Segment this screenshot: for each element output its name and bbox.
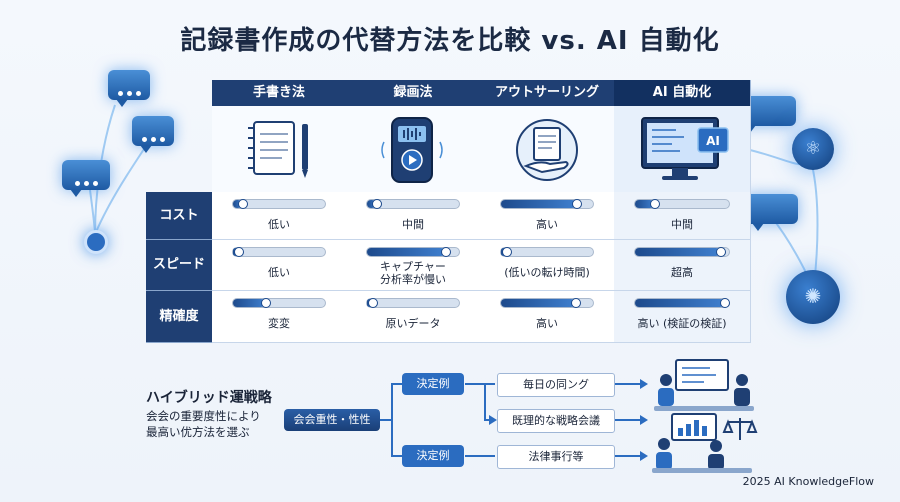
hybrid-description: 会会の重要度性により 最高い优方法を選ぶ [146, 408, 261, 440]
cell-text: 高い (検証の検証) [637, 317, 727, 330]
ai-monitor-icon: AI [641, 117, 729, 180]
cell-text: 高い [536, 218, 558, 231]
cell-text: 原いデータ [385, 317, 441, 330]
ai-label: AI [706, 134, 720, 148]
node-icon [84, 230, 108, 254]
level-bar-fill [233, 299, 266, 307]
cell-cost-0: 低い [212, 192, 347, 240]
ai-illustration: AI [614, 106, 751, 193]
level-bar [634, 247, 730, 257]
cell-cost-1: 中間 [346, 192, 481, 240]
level-bar-knob [720, 298, 731, 308]
cell-text: (低いの転け時間) [504, 266, 590, 279]
level-bar-knob [649, 199, 660, 209]
level-bar [232, 199, 326, 209]
cell-text: 低い [268, 218, 290, 231]
level-bar-fill [367, 200, 377, 208]
level-bar-knob [372, 199, 383, 209]
column-header-handwriting: 手書き法 [212, 80, 347, 106]
level-bar-knob [441, 247, 452, 257]
level-bar-fill [635, 248, 720, 256]
handwriting-illustration [212, 106, 347, 193]
level-bar-fill [501, 200, 577, 208]
cell-speed-0: 低い [212, 240, 347, 291]
level-bar-fill [635, 200, 654, 208]
voice-recorder-icon [381, 117, 443, 183]
row-label-accuracy: 精確度 [146, 291, 212, 343]
level-bar-knob [238, 199, 249, 209]
column-header-recording: 録画法 [346, 80, 481, 106]
cell-text: 低い [268, 266, 290, 279]
cell-speed-2: (低いの転け時間) [480, 240, 615, 291]
row-label-cost: コスト [146, 192, 212, 240]
level-bar-knob [501, 247, 512, 257]
level-bar-knob [572, 199, 583, 209]
document-hand-icon [516, 119, 578, 181]
hybrid-root-node: 会会重性・性性 [284, 409, 380, 431]
footer-credit: 2025 AI KnowledgeFlow [742, 475, 874, 488]
atom-icon: ⚛ [792, 128, 834, 170]
chat-bubble-icon [108, 70, 150, 107]
comparison-table: 手書き法 録画法 アウトサーリング AI 自動化 [146, 80, 751, 343]
hybrid-title: ハイブリッド運戦略 [146, 390, 272, 406]
row-label-speed: スピード [146, 240, 212, 291]
cell-speed-1: キャプチャー 分析率が慢い [346, 240, 481, 291]
network-globe-icon: ✺ [786, 270, 840, 324]
chat-bubble-icon [132, 116, 174, 153]
level-bar [366, 199, 460, 209]
cell-text: 変変 [268, 317, 290, 330]
level-bar [366, 247, 460, 257]
level-bar-knob [570, 298, 581, 308]
cell-text: 中間 [402, 218, 424, 231]
leaf-daily-meeting: 毎日の同ング [497, 373, 615, 397]
meeting-people-illustration [654, 359, 754, 411]
level-bar [500, 247, 594, 257]
notebook-pen-icon [248, 121, 308, 178]
level-bar [366, 298, 460, 308]
cell-text: 中間 [671, 218, 693, 231]
level-bar-fill [367, 248, 446, 256]
level-bar-fill [501, 299, 575, 307]
cell-text: 超高 [671, 266, 693, 279]
recording-illustration [346, 106, 481, 193]
cell-speed-3: 超高 [614, 240, 751, 291]
level-bar [232, 298, 326, 308]
decision-example-node: 決定例 [402, 373, 464, 395]
leaf-legal-matters: 法律事行等 [497, 445, 615, 469]
cell-text: 高い [536, 317, 558, 330]
cell-text: キャプチャー 分析率が慢い [380, 260, 446, 286]
decision-example-node: 決定例 [402, 445, 464, 467]
level-bar [232, 247, 326, 257]
legal-meeting-illustration [652, 413, 758, 473]
leaf-strategy-meeting: 既理的な戦略会議 [497, 409, 615, 433]
column-header-ai: AI 自動化 [614, 80, 751, 106]
hybrid-description-line: 会会の重要度性により [146, 409, 261, 423]
chat-bubble-icon [62, 160, 110, 197]
cell-cost-2: 高い [480, 192, 615, 240]
level-bar-fill [233, 200, 243, 208]
level-bar [500, 298, 594, 308]
level-bar [500, 199, 594, 209]
cell-accuracy-2: 高い [480, 291, 615, 343]
hybrid-description-line: 最高い优方法を選ぶ [146, 425, 250, 439]
level-bar-knob [715, 247, 726, 257]
level-bar-knob [261, 298, 272, 308]
level-bar [634, 298, 731, 308]
level-bar [634, 199, 730, 209]
cell-accuracy-3: 高い (検証の検証) [614, 291, 751, 343]
page-title: 記録書作成の代替方法を比較 vs. AI 自動化 [180, 26, 720, 56]
level-bar-fill [635, 299, 725, 307]
cell-accuracy-1: 原いデータ [346, 291, 481, 343]
cell-accuracy-0: 変変 [212, 291, 347, 343]
outsourcing-illustration [480, 106, 615, 193]
level-bar-knob [367, 298, 378, 308]
chat-bubble-icon [744, 194, 798, 231]
level-bar-knob [233, 247, 244, 257]
column-header-outsourcing: アウトサーリング [480, 80, 615, 106]
cell-cost-3: 中間 [614, 192, 751, 240]
